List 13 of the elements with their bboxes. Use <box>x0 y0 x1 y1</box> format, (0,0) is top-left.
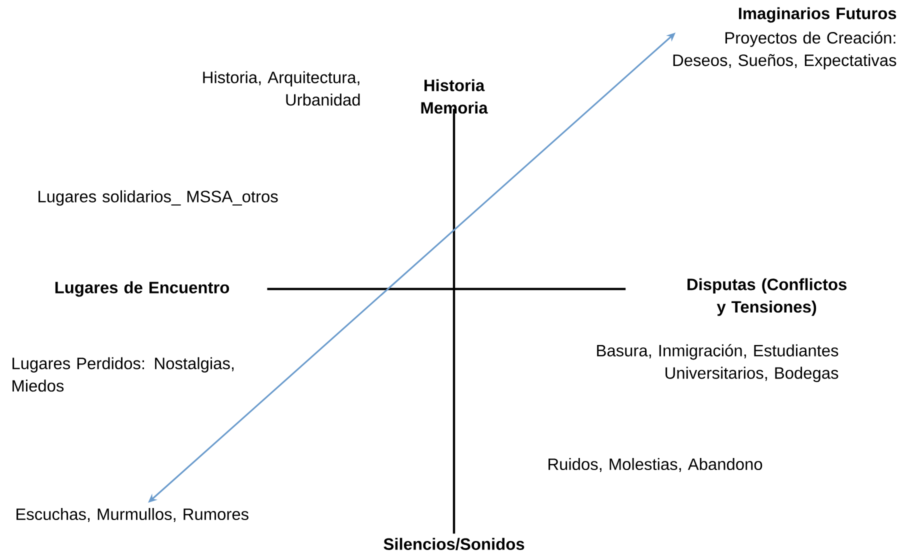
axis-line <box>452 108 456 534</box>
quadrant-note: Lugares Perdidos: Nostalgias, Miedos <box>12 357 234 392</box>
quadrant-note: Basura, Inmigración, Estudiantes Universitarios, Bodegas <box>597 344 838 382</box>
axis-label: Silencios/Sonidos <box>384 538 524 550</box>
axis-label: Historia Memoria <box>421 79 488 114</box>
quadrant-note: Lugares solidarios_ MSSA_otros <box>38 190 278 206</box>
quadrant-note: Ruidos, Molestias, Abandono <box>548 458 762 472</box>
quadrant-note: Historia, Arquitectura, Urbanidad <box>203 71 360 106</box>
axis-line <box>267 288 626 290</box>
axis-label: Escuchas, Murmullos, Rumores <box>16 508 248 522</box>
axis-label: Disputas (Conflictos y Tensiones) <box>688 278 846 316</box>
axis-label: Lugares de Encuentro <box>55 281 230 297</box>
axis-label: Imaginarios Futuros Proyectos de Creación: Deseos, Sueños, Expectativas <box>673 7 896 70</box>
